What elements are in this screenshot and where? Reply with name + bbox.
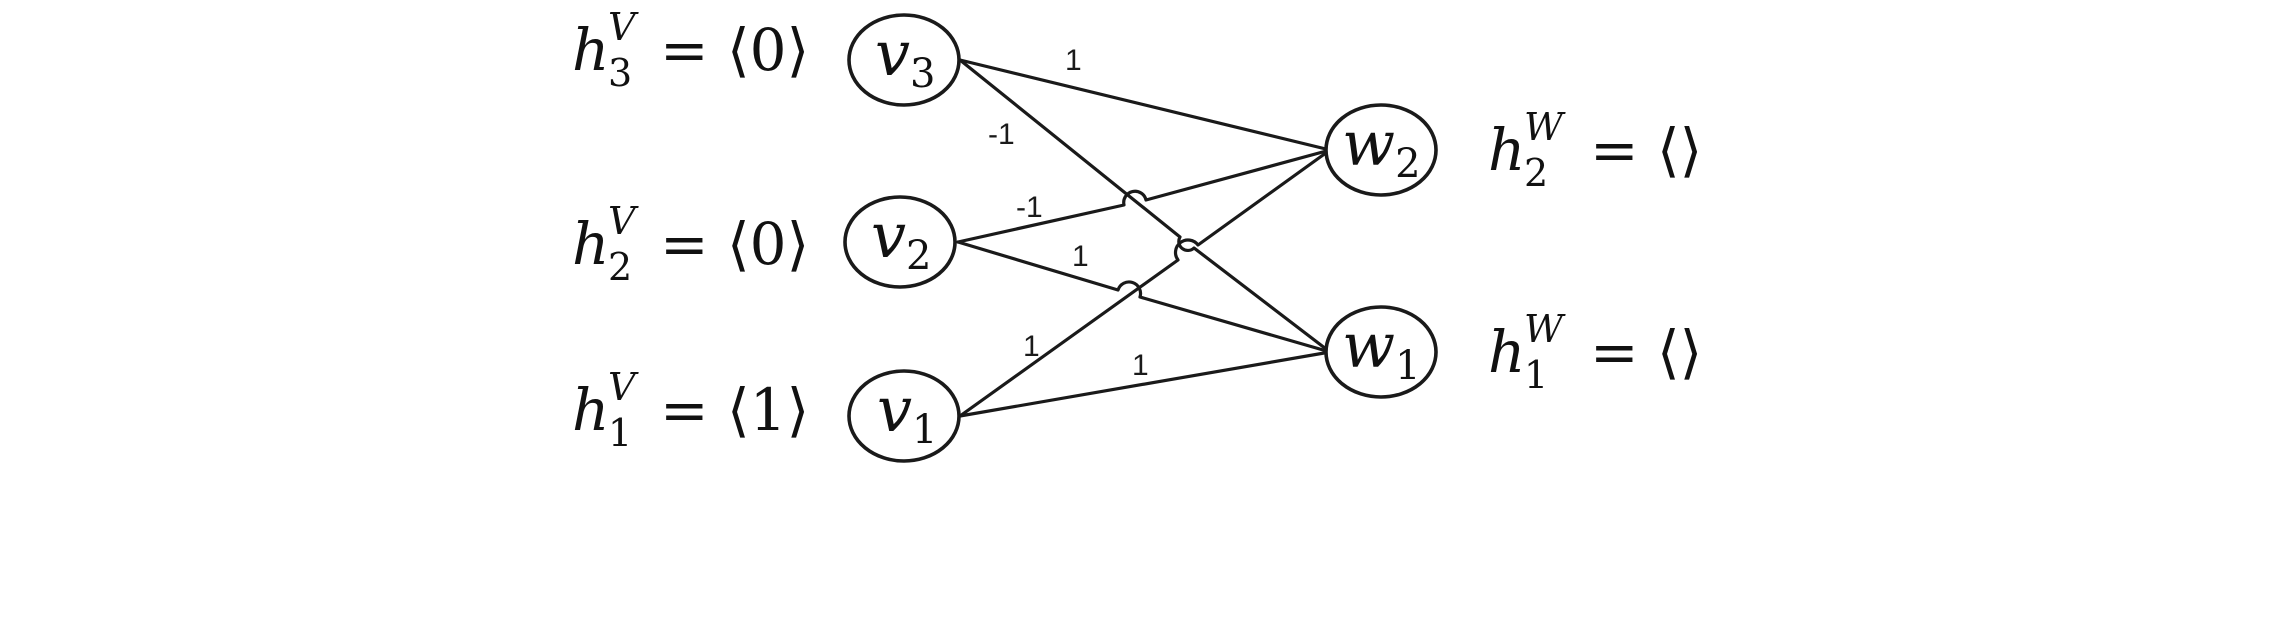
weight-v1-w1: 1 <box>1132 349 1149 382</box>
label-h1V-sub: 1 <box>608 411 632 455</box>
node-w1: w1 <box>1324 305 1438 399</box>
label-h2W-var: h <box>1488 116 1525 184</box>
label-h1W: h W 1 = ⟨⟩ <box>1488 307 1702 397</box>
label-h1W-rest: = ⟨⟩ <box>1590 318 1702 386</box>
node-v1: v1 <box>847 369 961 463</box>
label-h1W-sup: W <box>1524 307 1566 351</box>
label-h1V-sup: V <box>608 365 639 409</box>
label-h1W-var: h <box>1488 318 1525 386</box>
weight-v2-w1: 1 <box>1072 240 1089 273</box>
node-w2-sub: 2 <box>1395 141 1420 187</box>
label-h2W-sub: 2 <box>1524 151 1548 195</box>
edge-weights: 1 -1 -1 1 1 1 <box>988 44 1149 382</box>
svg-text:v1: v1 <box>877 373 937 453</box>
label-h2V: h V 2 = ⟨0⟩ <box>572 199 809 289</box>
edge-v2-w1 <box>956 240 1332 354</box>
edge-v2-w2 <box>956 148 1332 244</box>
label-h2W: h W 2 = ⟨⟩ <box>1488 105 1702 195</box>
label-h2V-sub: 2 <box>608 245 632 289</box>
label-h3V-sup: V <box>608 5 639 49</box>
node-v1-main: v <box>877 373 912 446</box>
label-h2V-var: h <box>572 210 609 278</box>
node-v1-sub: 1 <box>912 407 937 453</box>
svg-text:v3: v3 <box>875 17 935 97</box>
edge-v1-w2 <box>958 148 1332 418</box>
weight-v3-w1: -1 <box>988 118 1015 151</box>
label-h3V: h V 3 = ⟨0⟩ <box>572 5 809 95</box>
node-v3-sub: 3 <box>910 51 935 97</box>
weight-v3-w2: 1 <box>1065 44 1082 77</box>
label-h2W-sup: W <box>1524 105 1566 149</box>
edges <box>956 58 1332 418</box>
label-h3V-rest: = ⟨0⟩ <box>660 16 809 84</box>
node-w1-main: w <box>1342 309 1395 382</box>
label-h1V-var: h <box>572 376 609 444</box>
node-v2-sub: 2 <box>906 233 931 279</box>
weight-v1-w2: 1 <box>1023 330 1040 363</box>
node-w2-main: w <box>1342 107 1395 180</box>
edge-v1-w1 <box>958 350 1332 418</box>
svg-text:w2: w2 <box>1342 107 1421 187</box>
node-v2-main: v <box>871 199 906 272</box>
label-h2V-sup: V <box>608 199 639 243</box>
edge-v3-w2 <box>958 58 1332 152</box>
label-h3V-var: h <box>572 16 609 84</box>
svg-text:w1: w1 <box>1342 309 1421 389</box>
weight-v2-w2: -1 <box>1016 191 1043 224</box>
svg-text:v2: v2 <box>871 199 931 279</box>
node-w2: w2 <box>1324 103 1438 197</box>
node-v3: v3 <box>847 13 961 107</box>
label-h2W-rest: = ⟨⟩ <box>1590 116 1702 184</box>
node-v2: v2 <box>843 195 957 289</box>
label-h2V-rest: = ⟨0⟩ <box>660 210 809 278</box>
node-w1-sub: 1 <box>1395 343 1420 389</box>
label-h1V: h V 1 = ⟨1⟩ <box>572 365 809 455</box>
label-h3V-sub: 3 <box>608 51 632 95</box>
label-h1V-rest: = ⟨1⟩ <box>660 376 809 444</box>
label-h1W-sub: 1 <box>1524 353 1548 397</box>
edge-v3-w1 <box>958 58 1332 354</box>
node-v3-main: v <box>875 17 910 90</box>
